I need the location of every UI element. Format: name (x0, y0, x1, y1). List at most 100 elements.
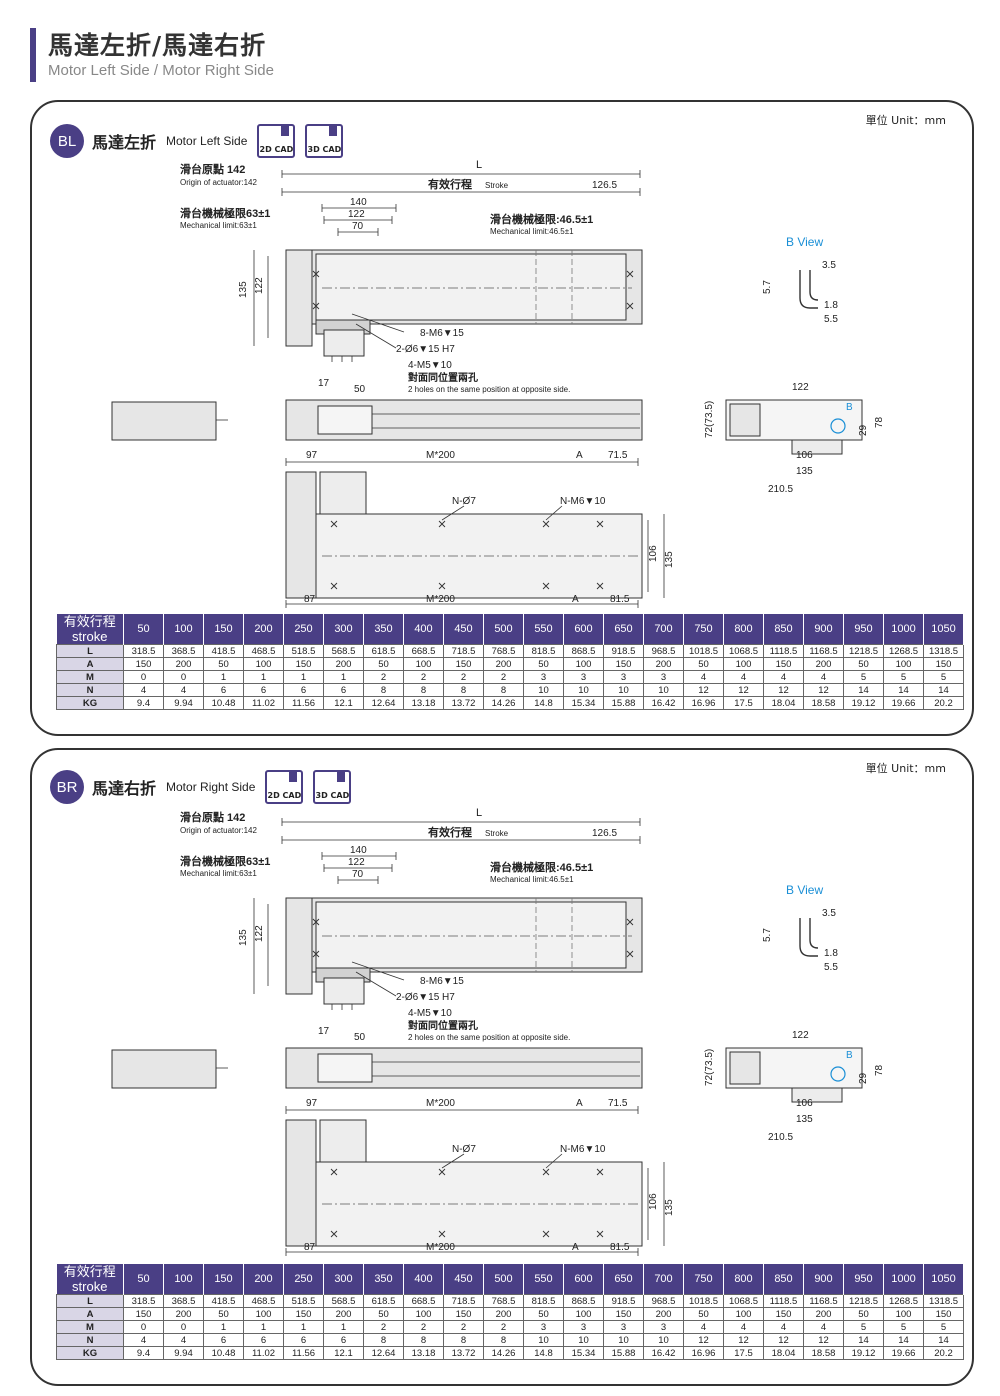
table-cell: 9.94 (163, 1346, 204, 1360)
page-title: 馬達左折/馬達右折 (48, 31, 267, 60)
table-cell: 2 (403, 1320, 444, 1334)
slider-side-view (317, 405, 373, 435)
dim-70: 70 (352, 221, 364, 232)
section-motor-right: 單位 Unit：mm BR 馬達右折 Motor Right Side 2D C… (30, 748, 974, 1386)
cad-3d-download-icon[interactable]: 3D CAD (305, 124, 344, 158)
table-cell: 8 (363, 683, 404, 697)
table-cell: 14.8 (523, 1346, 564, 1360)
table-cell: 12 (803, 1333, 844, 1347)
mounting-hole-mark (312, 270, 320, 278)
table-cell: 468.5 (243, 1294, 284, 1308)
stroke-column-header: 1000 (883, 1264, 924, 1295)
table-cell: 14 (923, 683, 964, 697)
table-cell: 15.34 (563, 696, 604, 710)
stroke-column-header: 50 (123, 1264, 164, 1295)
table-cell: 50 (683, 1307, 724, 1321)
table-cell: 1018.5 (683, 644, 724, 658)
cad-2d-download-icon[interactable]: 2D CAD (265, 770, 304, 804)
mounting-hole-mark (542, 1168, 550, 1176)
table-cell: 1 (283, 670, 324, 684)
table-cell: 20.2 (923, 696, 964, 710)
table-cell: 4 (683, 1320, 724, 1334)
table-cell: 2 (363, 670, 404, 684)
table-cell: 1068.5 (723, 1294, 764, 1308)
cad-3d-download-icon[interactable]: 3D CAD (313, 770, 352, 804)
callout-opposite-en: 2 holes on the same position at opposite… (408, 385, 570, 394)
dim-A: A (576, 450, 583, 461)
table-cell: 6 (323, 1333, 364, 1347)
dim-122: 122 (348, 857, 365, 868)
table-cell: 5 (923, 670, 964, 684)
dim-A-bottom: A (572, 594, 579, 605)
table-cell: 11.56 (283, 1346, 324, 1360)
dim-122-vertical: 122 (254, 277, 265, 294)
table-cell: 150 (443, 657, 484, 671)
end-view-motor-flange (729, 403, 761, 437)
b-view-dim-5-7: 5.7 (762, 928, 773, 942)
table-cell: 50 (363, 657, 404, 671)
table-cell: 3 (563, 670, 604, 684)
row-label: N (56, 683, 124, 697)
cad-2d-download-icon[interactable]: 2D CAD (257, 124, 296, 158)
table-cell: 8 (443, 683, 484, 697)
dim-122-vertical: 122 (254, 925, 265, 942)
table-cell: 2 (363, 1320, 404, 1334)
table-cell: 150 (123, 1307, 164, 1321)
row-label: L (56, 1294, 124, 1308)
stroke-column-header: 900 (803, 1264, 844, 1295)
table-cell: 768.5 (483, 1294, 524, 1308)
table-cell: 50 (203, 657, 244, 671)
end-view-dim-78: 78 (874, 416, 885, 428)
b-view-marker: B (846, 1050, 853, 1061)
table-cell: 12.1 (323, 1346, 364, 1360)
table-cell: 19.66 (883, 1346, 924, 1360)
table-cell: 100 (243, 657, 284, 671)
stroke-column-header: 850 (763, 614, 804, 645)
end-view-dim-122: 122 (792, 382, 809, 393)
table-cell: 768.5 (483, 644, 524, 658)
callout-m6: 8-M6▼15 (420, 976, 464, 987)
table-cell: 200 (163, 657, 204, 671)
section-badge: BL (50, 124, 84, 158)
leader-line (545, 505, 563, 521)
table-cell: 968.5 (643, 1294, 684, 1308)
dim-126-5: 126.5 (592, 180, 617, 191)
table-cell: 50 (843, 1307, 884, 1321)
length-label-L: L (476, 807, 482, 819)
table-cell: 418.5 (203, 1294, 244, 1308)
stroke-column-header: 700 (643, 1264, 684, 1295)
table-cell: 13.72 (443, 1346, 484, 1360)
table-cell: 13.18 (403, 1346, 444, 1360)
dim-17: 17 (318, 1026, 330, 1037)
table-cell: 12 (803, 683, 844, 697)
dim-97: 97 (306, 450, 318, 461)
table-cell: 2 (483, 1320, 524, 1334)
section-heading: BR 馬達右折 Motor Right Side 2D CAD 3D CAD (50, 770, 352, 804)
table-cell: 15.88 (603, 696, 644, 710)
dim-71-5: 71.5 (608, 450, 628, 461)
table-cell: 4 (723, 670, 764, 684)
table-cell: 0 (123, 1320, 164, 1334)
stroke-column-header: 200 (243, 614, 284, 645)
table-cell: 100 (403, 657, 444, 671)
table-cell: 150 (763, 657, 804, 671)
table-cell: 50 (203, 1307, 244, 1321)
table-cell: 5 (843, 670, 884, 684)
table-cell: 16.96 (683, 1346, 724, 1360)
stroke-column-header: 250 (283, 614, 324, 645)
mounting-hole-mark (312, 302, 320, 310)
table-cell: 918.5 (603, 644, 644, 658)
table-cell: 618.5 (363, 1294, 404, 1308)
mounting-hole-mark (542, 520, 550, 528)
table-cell: 5 (883, 1320, 924, 1334)
table-cell: 50 (523, 657, 564, 671)
stroke-label-en: Stroke (485, 829, 509, 838)
mounting-hole-mark (438, 582, 446, 590)
leader-line (545, 1153, 563, 1169)
leader-line (351, 313, 405, 333)
mounting-hole-mark (626, 302, 634, 310)
table-cell: 3 (643, 670, 684, 684)
callout-opposite-zh: 對面同位置兩孔 (408, 1019, 478, 1032)
